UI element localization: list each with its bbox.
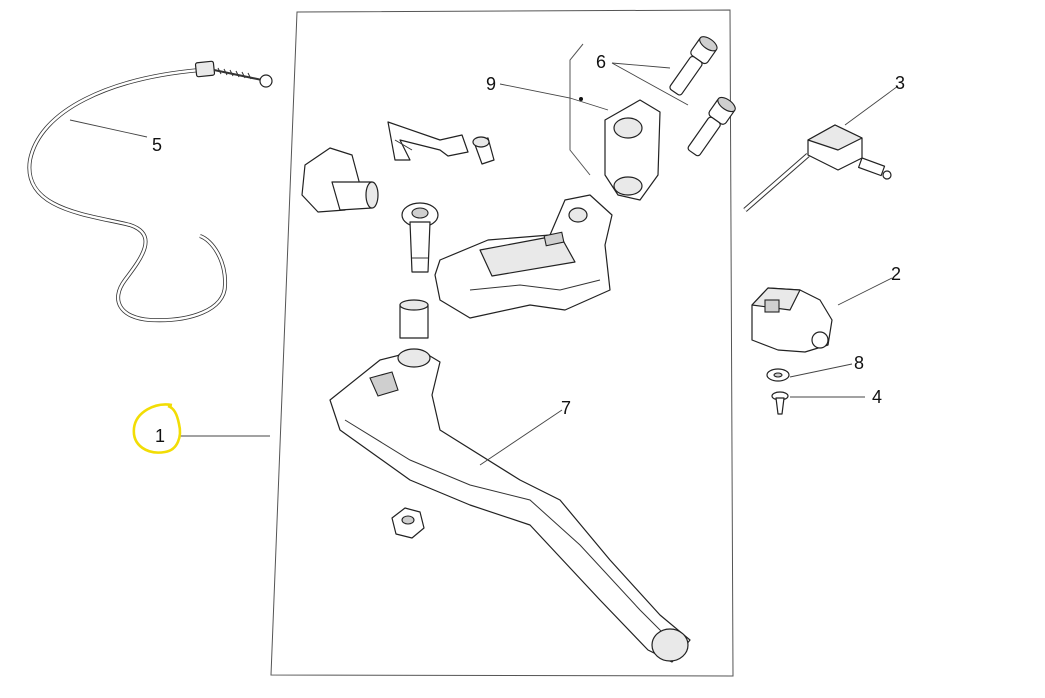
callout-1: 1 [155,426,165,446]
callout-8: 8 [854,353,864,373]
callout-9: 9 [486,74,496,94]
callout-5: 5 [152,135,162,155]
callout-2: 2 [891,264,901,284]
callout-4: 4 [872,387,882,407]
washer[interactable] [766,368,790,382]
spring-clip[interactable] [387,121,469,161]
assembly-frame [270,9,734,677]
bolt-lower[interactable] [685,95,738,159]
bushing-sleeve[interactable] [399,299,429,339]
lever-perch[interactable] [434,194,613,319]
small-pin[interactable] [472,136,495,165]
lever-nut[interactable] [391,507,425,539]
callout-3: 3 [895,73,905,93]
adjuster-knob[interactable] [301,147,379,213]
leader-lines [69,62,899,466]
handlebar-clamp[interactable] [604,99,661,201]
callout-6: 6 [596,52,606,72]
callout-1-highlight [132,403,182,454]
pivot-bolt[interactable] [401,202,439,273]
clutch-cable[interactable] [27,60,273,323]
clutch-lever[interactable] [329,348,691,663]
switch-housing[interactable] [751,287,833,353]
small-screw[interactable] [771,391,789,415]
bolt-upper[interactable] [666,34,719,98]
sub-assembly-frame [569,43,591,176]
callout-7: 7 [561,398,571,418]
clutch-switch[interactable] [743,124,892,212]
